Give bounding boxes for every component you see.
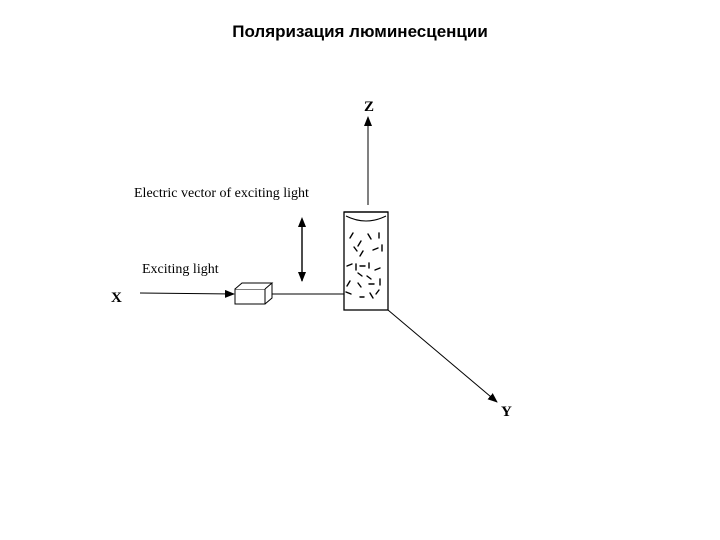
polarizer-box	[234, 282, 274, 305]
electric-vector-label: Electric vector of exciting light	[134, 186, 309, 201]
x-axis-label: X	[111, 290, 122, 306]
exciting-light-label: Exciting light	[142, 262, 219, 277]
page-title: Поляризация люминесценции	[232, 22, 488, 41]
exciting-light-arrow	[139, 289, 235, 298]
cuvette	[343, 211, 389, 311]
y-axis-label: Y	[501, 404, 512, 420]
molecules	[345, 232, 383, 299]
y-axis-line	[387, 309, 498, 403]
z-axis-label: Z	[364, 99, 374, 115]
